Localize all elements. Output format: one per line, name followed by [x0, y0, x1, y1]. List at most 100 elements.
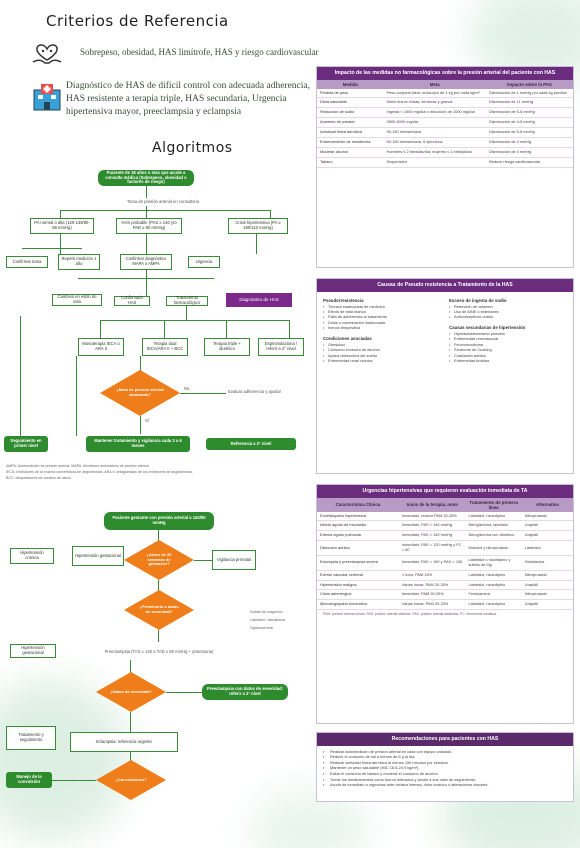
table-cell: Edema agudo pulmonar — [317, 530, 399, 542]
flow-mapa: Confirmar diagnóstico MAPA o AMPA — [120, 254, 172, 270]
flow-pharma: Tratamiento farmacológico — [166, 295, 208, 306]
table-cell: Inmediato, PAS < 160 y PAD < 105 — [398, 555, 466, 571]
table-cell: 90-150 min/semana, 6 ejercicios — [383, 137, 486, 148]
list-item: Retención de volumen — [449, 304, 567, 310]
flow2-q4: ¿Convulsiones? — [96, 760, 166, 800]
list-item: Dosis o combinación inadecuada — [323, 320, 441, 326]
flow-confirm: Confirmar toma — [6, 256, 48, 268]
table-cell: Nitroprusiato — [521, 511, 573, 522]
flow-footnote-2: IECA: Inhibidores de la enzima convertid… — [6, 470, 193, 474]
recommendation-item: Reducir el consumo de sal a menos de 5 g… — [323, 754, 567, 760]
table-cell: Dieta saludable — [317, 97, 384, 109]
urgency-table-title: Urgencias hipertensivas que requieren ev… — [317, 485, 573, 498]
recommendation-item: Realizar actividad física aeróbica al me… — [323, 760, 567, 766]
recommendation-item: Realizar automedición de presión arteria… — [323, 749, 567, 755]
flow-no-note: Evaluar adherencia y ajustar — [228, 388, 282, 394]
table-cell: 90-150 min/semana — [383, 127, 486, 138]
flow2-treatment: Tratamiento y seguimiento — [6, 726, 56, 750]
table-cell: Crisis adrenérgica — [317, 589, 399, 601]
list-item: Hiperaldosteronismo primario — [449, 331, 567, 337]
flow-decision-goal: ¿Meta de presión arterial alcanzada? — [100, 370, 180, 416]
table-cell: Nitroprusiato — [521, 570, 573, 581]
flow2-q1: ¿Antes de 20 semanas de gestación? — [124, 540, 194, 580]
recommendation-item: Mantener un peso saludable (IMC 18.5-24.… — [323, 765, 567, 771]
table-cell: Urapidil — [521, 520, 573, 532]
table-cell: Ingesta < 1500 mg/día o reducción de 100… — [383, 107, 486, 119]
flow-lifestyle: Cambios en estilo de vida — [52, 294, 102, 306]
flow2-severe-refer: Preeclampsia con datos de severidad: ref… — [202, 684, 288, 700]
list-item: Enfermedad renal crónica — [323, 358, 441, 364]
table-header: Alternativa — [521, 497, 573, 512]
table-cell: 3500-5000 mg/día — [383, 117, 486, 128]
table-cell: Suspensión — [383, 157, 486, 168]
recommendation-item: Tomar los medicamentos como fueron indic… — [323, 777, 567, 783]
flow2-note-a: Hipertensión gestacional — [72, 546, 124, 566]
table-cell: Nitroglicerina con diurético — [465, 530, 522, 542]
recommendation-item: Evitar el consumo de tabaco y moderar el… — [323, 771, 567, 777]
flow-no-label: No — [184, 385, 190, 391]
list-item: Obesidad — [323, 342, 441, 348]
table-cell: Moderar alcohol — [317, 147, 384, 158]
table-cell: Labetalol, nicardipino — [465, 599, 522, 611]
table-cell: Entrenamiento de resistencia — [317, 137, 384, 148]
table-cell: Infarto agudo de miocardio — [317, 520, 399, 532]
flow2-chronic: Hipertensión crónica — [10, 548, 54, 564]
table-cell: Reducción de sodio — [317, 107, 384, 119]
flow2-preeclampsia: Preeclampsia (TAS ≥ 140 o TAD ≥ 90 mmHg … — [104, 648, 214, 654]
nonpharma-table: Medida Meta Impacto sobre la PAS Pérdida… — [317, 79, 573, 168]
list-item: Falta de adherencia al tratamiento — [323, 314, 441, 320]
flow-out-first-level: Seguimiento en primer nivel — [4, 436, 48, 452]
flow-drug-mono: Monoterapia IECA o ARA II — [78, 338, 124, 356]
table-header: Impacto sobre la PAS — [485, 79, 573, 89]
table-cell: Disminución de 4-5 mmHg — [485, 117, 573, 128]
flow-repeat: Repetir medición 1 año — [58, 254, 100, 270]
flow-confirmed: Confirmado HAS — [114, 295, 150, 306]
table-cell: Urapidil — [521, 599, 573, 611]
flow-yes-label: Sí — [145, 417, 149, 423]
table-cell: Inmediato, reducir PAM 20-25% — [398, 511, 466, 522]
table-cell: Varias horas, PAM 20-25% — [398, 599, 466, 611]
secondary-causes-subtitle: Causas secundarias de hipertensión — [449, 324, 526, 330]
table-cell: Nitroprusiato — [521, 589, 573, 601]
table-cell: 1 hora, PAM 15% — [398, 570, 466, 581]
table-cell: Labetalol, nicardipino — [465, 511, 522, 522]
table-cell: Disminución de 11 mmHg — [485, 97, 573, 109]
flow2-gestational: Hipertensión gestacional — [10, 644, 56, 658]
table-header: Meta — [383, 79, 486, 89]
list-item: Efecto de bata blanca — [323, 309, 441, 315]
table-cell: Actividad física aeróbica — [317, 127, 384, 138]
table-cell: Tabaco — [317, 157, 384, 168]
list-item: Técnica inadecuada de medición — [323, 304, 441, 310]
flow-drug-triple: Terapia triple + diurético — [204, 338, 250, 356]
criteria-1: Sobrepeso, obesidad, HAS limítrofe, HAS … — [80, 47, 319, 57]
table-header: Tratamiento de primera línea — [465, 497, 522, 512]
urgency-table-note: PAM: presión arterial media. PAS: presió… — [323, 612, 497, 617]
table-cell: Dieta rica en frutas, verduras y granos — [383, 97, 486, 109]
flow2-prenatal: Vigilancia prenatal — [212, 550, 256, 570]
flow-out-maintain: Mantener tratamiento y vigilancia cada 3… — [86, 436, 190, 452]
table-cell: Reduce riesgo cardiovascular — [485, 157, 573, 168]
table-cell: Disminución de 4 mmHg — [485, 147, 573, 158]
table-cell: Fentolamina — [465, 589, 522, 601]
flow2-side-note-2: Labetalol / hidralazina — [250, 618, 285, 622]
table-cell: Hidralazina — [521, 555, 573, 571]
table-cell: Urapidil — [521, 580, 573, 591]
table-cell: Disminución de 4 mmHg — [485, 137, 573, 148]
recommendation-item: Acudir de inmediato a urgencias ante cef… — [323, 782, 567, 788]
table-cell: Esmolol y nitroprusiato — [465, 540, 522, 556]
criteria-2: Diagnóstico de HAS de difícil control co… — [66, 81, 311, 117]
table-header: Característica Clínica — [317, 497, 399, 512]
pseudoresistance-title: Causas de Pseudo resistencia a Tratamien… — [317, 279, 573, 292]
table-cell: Pérdida de peso — [317, 88, 384, 99]
table-cell: Peso corporal ideal; reducción de 1 kg p… — [383, 88, 486, 99]
urgency-table: Característica Clínica Inicio de la tera… — [317, 497, 573, 611]
flowchart-hypertension: Paciente de 18 años o más que acude a co… — [0, 160, 310, 820]
associated-subtitle: Condiciones asociadas — [323, 335, 372, 341]
